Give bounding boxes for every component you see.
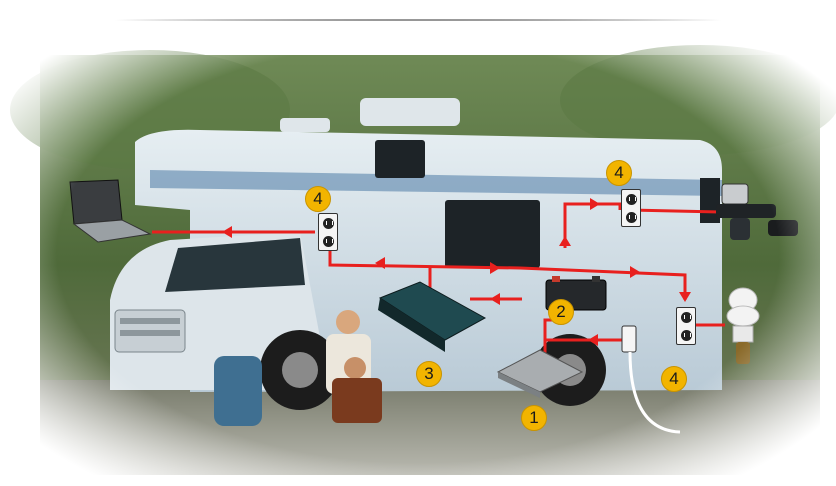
ac-outlet-icon — [621, 189, 641, 227]
callout-3-inverter: 3 — [416, 361, 442, 387]
callout-4-shore-power: 4 — [661, 366, 687, 392]
callout-2-battery: 2 — [548, 299, 574, 325]
callout-4-laptop-outlet: 4 — [305, 186, 331, 212]
callout-1-charger: 1 — [521, 405, 547, 431]
ac-outlet-icon — [318, 213, 338, 251]
callout-4-drill-outlet: 4 — [606, 160, 632, 186]
ac-outlet-icon — [676, 307, 696, 345]
